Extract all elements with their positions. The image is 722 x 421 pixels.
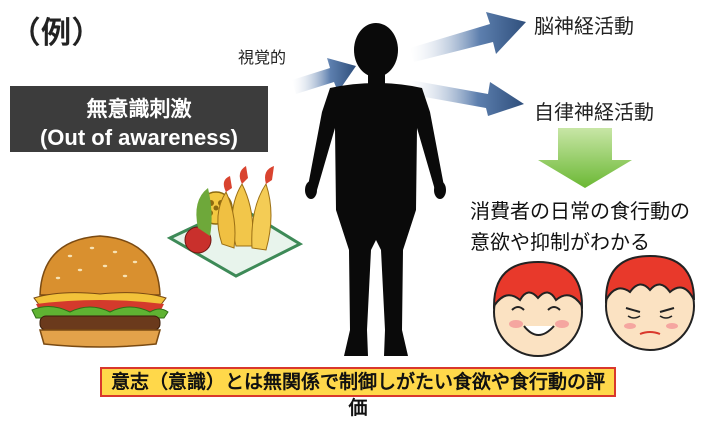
unconscious-stimulus-box: 無意識刺激 (Out of awareness) (10, 86, 268, 152)
example-label: （例） (10, 16, 103, 51)
human-silhouette (305, 23, 446, 356)
down-arrow (538, 128, 632, 188)
brain-activity-label: 脳神経活動 (534, 14, 634, 38)
sad-face-illustration (604, 254, 695, 351)
result-text: 消費者の日常の食行動の 意欲や抑制がわかる (470, 196, 690, 258)
autonomic-activity-arrow (408, 80, 524, 116)
autonomic-activity-label: 自律神経活動 (534, 100, 654, 124)
diagram-graphics (31, 12, 695, 357)
happy-face-illustration (492, 260, 584, 357)
result-line-1: 消費者の日常の食行動の (470, 199, 690, 223)
visual-input-arrow (292, 58, 356, 94)
stimulus-title: 無意識刺激 (86, 97, 192, 121)
bottom-banner: 意志（意識）とは無関係で制御しがたい食欲や食行動の評価 (100, 367, 616, 419)
result-line-2: 意欲や抑制がわかる (470, 230, 650, 254)
stimulus-subtitle: (Out of awareness) (39, 125, 239, 150)
visual-label: 視覚的 (238, 48, 287, 67)
hamburger-illustration (31, 235, 169, 348)
brain-activity-arrow (410, 12, 526, 62)
tempura-illustration (166, 166, 304, 278)
